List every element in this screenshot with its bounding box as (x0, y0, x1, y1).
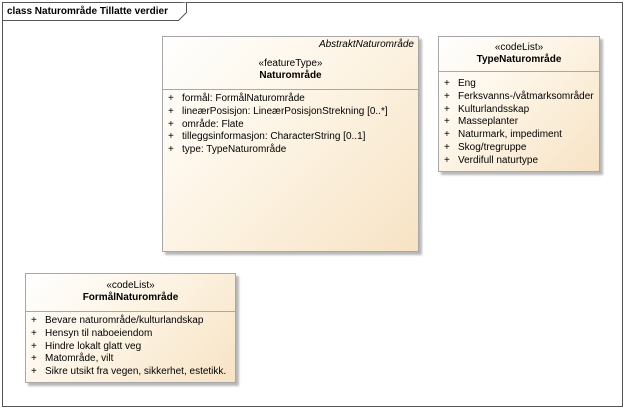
visibility-marker: + (31, 327, 37, 339)
attribute-item[interactable]: + Naturmark, impediment (439, 129, 599, 142)
visibility-marker: + (168, 131, 174, 143)
class-name: Naturområde (259, 70, 322, 81)
visibility-marker: + (444, 78, 450, 89)
attribute-item[interactable]: + Matområde, vilt (26, 353, 235, 366)
class-separator (26, 311, 235, 312)
attribute-item[interactable]: + Eng (439, 78, 599, 91)
visibility-marker: + (168, 144, 174, 156)
class-name: FormålNaturområde (82, 292, 179, 303)
attribute-text: Matområde, vilt (45, 353, 114, 365)
attribute-text: type: TypeNaturområde (182, 144, 287, 156)
attribute-item[interactable]: + Skog/tregruppe (439, 142, 599, 155)
class-header: «codeList» TypeNaturområde (439, 37, 599, 71)
visibility-marker: + (444, 103, 450, 115)
attribute-text: Skog/tregruppe (458, 141, 527, 153)
attribute-text: tilleggsinformasjon: CharacterString [0.… (182, 131, 366, 143)
attribute-item[interactable]: + Verdifull naturtype (439, 155, 599, 168)
visibility-marker: + (168, 105, 174, 117)
visibility-marker: + (444, 154, 450, 166)
attribute-item[interactable]: + Bevare naturområde/kulturlandskap (26, 315, 235, 328)
visibility-marker: + (168, 93, 174, 104)
attribute-list: + formål: FormålNaturområde + lineærPosisj… (163, 90, 418, 157)
attribute-text: formål: FormålNaturområde (182, 93, 305, 104)
visibility-marker: + (31, 366, 37, 378)
attribute-item[interactable]: + Sikre utsikt fra vegen, sikkerhet, este… (26, 366, 235, 379)
visibility-marker: + (444, 116, 450, 128)
parent-class-label: AbstraktNaturområde (318, 39, 414, 50)
class-stereotype: «featureType» (258, 58, 323, 69)
attribute-text: Kulturlandsskap (458, 103, 530, 115)
attribute-list: + Eng + Ferksvanns-/våtmarksområder + Kultu… (439, 72, 599, 168)
class-header: AbstraktNaturområde «featureType» Naturo… (163, 37, 418, 89)
visibility-marker: + (31, 353, 37, 365)
visibility-marker: + (168, 118, 174, 130)
class-formalnaturomrade[interactable]: «codeList» FormålNaturområde + Bevare nat… (25, 273, 236, 383)
attribute-text: Verdifull naturtype (458, 154, 539, 166)
class-typenaturomrade[interactable]: «codeList» TypeNaturområde + Eng + Ferksva… (438, 36, 600, 172)
diagram-title: class Naturområde Tillatte verdier (7, 6, 168, 17)
attribute-item[interactable]: + type: TypeNaturområde (163, 144, 418, 157)
class-stereotype: «codeList» (106, 280, 155, 291)
attribute-text: Bevare naturområde/kulturlandskap (45, 315, 204, 326)
diagram-frame-tab: class Naturområde Tillatte verdier (2, 2, 187, 21)
attribute-text: Ferksvanns-/våtmarksområder (458, 90, 594, 102)
attribute-text: Hindre lokalt glatt veg (45, 340, 142, 352)
attribute-item[interactable]: + Hindre lokalt glatt veg (26, 341, 235, 354)
attribute-text: Eng (458, 78, 476, 89)
attribute-text: Hensyn til naboeiendom (45, 327, 153, 339)
attribute-text: område: Flate (182, 118, 244, 130)
class-stereotype: «codeList» (494, 42, 544, 53)
class-naturomrade[interactable]: AbstraktNaturområde «featureType» Naturo… (162, 36, 419, 252)
class-name: TypeNaturområde (476, 54, 562, 65)
attribute-item[interactable]: + Hensyn til naboeiendom (26, 328, 235, 341)
attribute-item[interactable]: + lineærPosisjon: LineærPosisjonStrekning… (163, 106, 418, 119)
frame-tab-outline (2, 2, 187, 21)
attribute-item[interactable]: + formål: FormålNaturområde (163, 93, 418, 106)
attribute-text: Naturmark, impediment (458, 129, 562, 141)
class-header: «codeList» FormålNaturområde (26, 274, 235, 311)
attribute-item[interactable]: + Ferksvanns-/våtmarksområder (439, 91, 599, 104)
class-separator (163, 89, 418, 90)
attribute-text: lineærPosisjon: LineærPosisjonStrekning … (182, 105, 388, 117)
attribute-list: + Bevare naturområde/kulturlandskap + Hens… (26, 312, 235, 379)
visibility-marker: + (31, 340, 37, 352)
visibility-marker: + (444, 90, 450, 102)
visibility-marker: + (444, 129, 450, 141)
attribute-item[interactable]: + Masseplanter (439, 116, 599, 129)
attribute-item[interactable]: + Kulturlandsskap (439, 104, 599, 117)
visibility-marker: + (444, 141, 450, 153)
class-separator (439, 71, 599, 72)
attribute-text: Masseplanter (458, 116, 519, 128)
visibility-marker: + (31, 315, 37, 326)
attribute-item[interactable]: + område: Flate (163, 119, 418, 132)
attribute-item[interactable]: + tilleggsinformasjon: CharacterString [0… (163, 131, 418, 144)
attribute-text: Sikre utsikt fra vegen, sikkerhet, estet… (45, 366, 227, 378)
